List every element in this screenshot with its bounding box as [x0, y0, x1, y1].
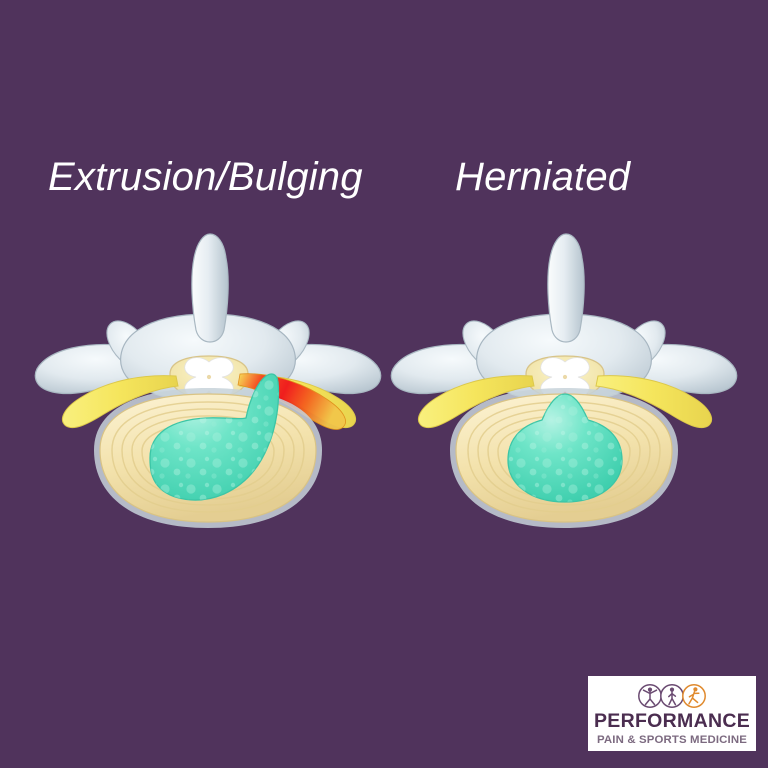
nerve-root-left	[418, 375, 535, 429]
vertebra-svg-herniated	[390, 233, 738, 528]
logo-secondary-text: PAIN & SPORTS MEDICINE	[597, 733, 747, 746]
figure-label-extrusion: Extrusion/Bulging	[48, 155, 363, 199]
vertebra-diagram-herniated	[384, 222, 744, 567]
nucleus-pulposus	[507, 393, 623, 503]
brand-logo-card: PERFORMANCE PAIN & SPORTS MEDICINE	[588, 676, 756, 751]
walking-figure-icon	[660, 684, 684, 708]
logo-primary-text: PERFORMANCE	[593, 710, 751, 732]
annulus-rings	[467, 401, 661, 513]
vertebra-svg-extrusion	[34, 233, 382, 528]
vitruvian-figure-icon	[638, 684, 662, 708]
spinous-process	[547, 233, 585, 343]
running-figure-icon	[682, 684, 706, 708]
nerve-root-left	[62, 375, 179, 429]
spinous-process	[191, 233, 229, 343]
nucleus-pulposus	[149, 373, 280, 501]
figure-label-herniated: Herniated	[455, 155, 631, 199]
nerve-root-right	[595, 375, 712, 429]
vertebra-diagram-extrusion	[28, 222, 388, 567]
logo-icon-group	[638, 684, 706, 708]
